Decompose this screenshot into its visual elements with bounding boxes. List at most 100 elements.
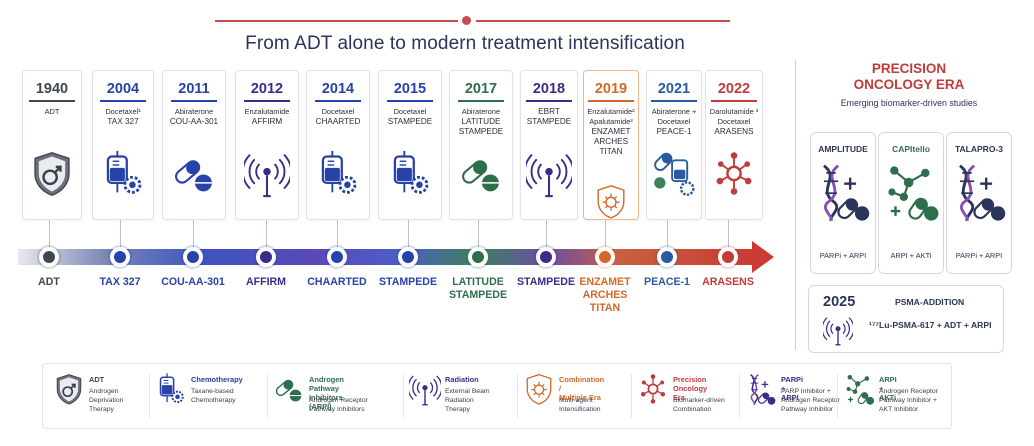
timeline-node-dot [599, 251, 611, 263]
timeline-node [39, 247, 59, 267]
legend-description: External Beam [445, 388, 490, 395]
legend-description: Androgen Receptor [781, 397, 840, 404]
legend-description: Androgen Receptor [309, 397, 368, 404]
card-year-underline [526, 100, 572, 102]
card-detail-line: STAMPEDE [387, 117, 433, 126]
card-detail-line: ARASENS [714, 127, 754, 136]
timeline-node [110, 247, 130, 267]
card-detail-line: LATITUDE [461, 117, 501, 126]
dna-pill-icon [950, 161, 1008, 228]
legend-description: Taxane-based [191, 388, 234, 395]
card-year-underline [244, 100, 290, 102]
card-detail-line: ARCHES [593, 137, 629, 146]
card-year: 2018 [532, 81, 566, 97]
timeline-node-dot [661, 251, 673, 263]
card-year-underline [651, 100, 697, 102]
legend-description: Androgen [89, 388, 119, 395]
precision-subheading: Emerging biomarker-driven studies [840, 98, 978, 108]
card-year-underline [29, 100, 75, 102]
card-year-underline [315, 100, 361, 102]
legend-description: AKT Inhibitor [879, 406, 919, 413]
title-rule-right [476, 20, 730, 22]
molecule-icon [637, 372, 669, 411]
card-detail-line: STAMPEDE [458, 127, 504, 136]
radiation-tower-icon [821, 314, 855, 351]
card-detail-line: PEACE-1 [656, 127, 692, 136]
legend-title: PARPi + ARPI [781, 375, 804, 402]
iv-bag-gear-icon [387, 149, 433, 203]
card-detail-line: ADT [44, 107, 60, 116]
timeline-connector [605, 220, 606, 248]
card-detail-line: STAMPEDE [526, 117, 572, 126]
shield-virus-icon [594, 183, 629, 225]
timeline-node-dot [472, 251, 484, 263]
network-pill-icon [843, 372, 875, 411]
molecule-icon [711, 149, 757, 203]
card-year: 2017 [464, 81, 498, 97]
legend-divider [267, 374, 268, 418]
legend-description: Multi-agent [559, 397, 593, 404]
legend-description: Pathway Inhibitors [309, 406, 365, 413]
timeline-node [536, 247, 556, 267]
timeline-node-dot [114, 251, 126, 263]
timeline-node [183, 247, 203, 267]
card-detail-line: Abiraterone [461, 107, 501, 116]
timeline-label: COU-AA-301 [161, 276, 225, 288]
timeline-connector [49, 220, 50, 248]
study-box: AMPLITUDE PARPi + ARPI [810, 132, 876, 274]
card-detail-line: Docetaxel [717, 117, 751, 126]
card-detail-line: AFFIRM [251, 117, 283, 126]
card-detail-line: TAX 327 [107, 117, 139, 126]
timeline-node-dot [402, 251, 414, 263]
study-combination: PARPi + ARPI [819, 251, 867, 260]
timeline-label: AFFIRM [245, 276, 286, 288]
study-box: CAPItello ARPI + AKTi [878, 132, 944, 274]
timeline-node-dot [43, 251, 55, 263]
timeline-connector [337, 220, 338, 248]
precision-heading: PRECISION ONCOLOGY ERA [853, 61, 965, 92]
legend-description: Therapy [89, 406, 114, 413]
legend-title: ARPI + AKTi [879, 375, 897, 402]
study-name: CAPItello [892, 144, 930, 154]
card-year: 2019 [594, 81, 628, 97]
card-year-underline [711, 100, 757, 102]
legend-divider [149, 374, 150, 418]
page-title: From ADT alone to modern treatment inten… [245, 33, 685, 54]
panel-divider [795, 60, 796, 350]
card-year-underline [458, 100, 504, 102]
timeline-label: ARASENS [702, 276, 754, 288]
radiation-tower-icon [523, 149, 575, 203]
timeline-connector [728, 220, 729, 248]
card-year: 2004 [106, 81, 140, 97]
psma-title: PSMA-ADDITION [895, 297, 965, 307]
timeline-arrow [752, 241, 774, 273]
title-rule-left [215, 20, 458, 22]
card-detail-line: Enzalutamide² [587, 107, 635, 116]
card-detail-line: EBRT [538, 107, 560, 116]
card-year: 2015 [393, 81, 427, 97]
card-year: 2012 [250, 81, 284, 97]
timeline-node-dot [722, 251, 734, 263]
card-year: 2021 [657, 81, 691, 97]
legend-description: Pathway Inhibitor [781, 406, 834, 413]
timeline-connector [478, 220, 479, 248]
study-combination: PARPi + ARPI [955, 251, 1003, 260]
study-name: AMPLITUDE [818, 144, 868, 154]
iv-bag-gear-icon [100, 149, 146, 203]
card-detail-line: Darolutamide ³ [709, 107, 759, 116]
card-detail-line: Docetaxel [393, 107, 427, 116]
study-name: TALAPRO-3 [954, 144, 1003, 154]
card-detail-line: Abiraterone [174, 107, 214, 116]
timeline-node [718, 247, 738, 267]
legend-divider [517, 374, 518, 418]
card-detail-line: Apalutamide³ [589, 117, 633, 126]
legend-description: Combination [673, 406, 712, 413]
card-detail-line: CHAARTED [315, 117, 361, 126]
pill-capsule-icon [458, 149, 504, 203]
timeline-label: ADT [38, 276, 60, 288]
legend-title: Precision Oncology Era [673, 375, 708, 402]
